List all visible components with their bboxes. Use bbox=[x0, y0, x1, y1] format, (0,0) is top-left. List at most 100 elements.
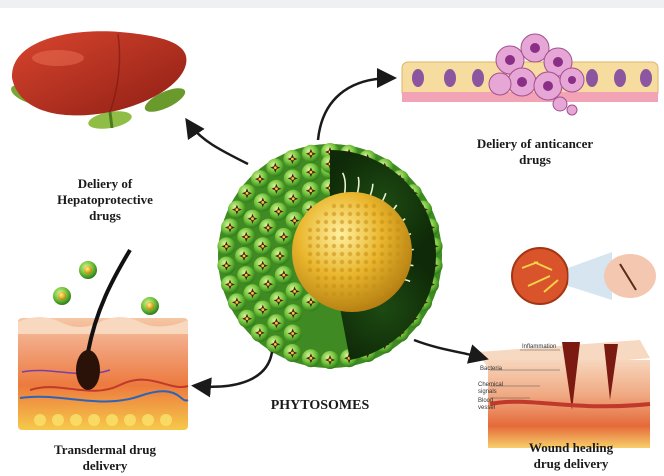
core-particle bbox=[332, 284, 336, 288]
phospholipid-head bbox=[238, 310, 256, 328]
core-particle bbox=[356, 204, 360, 208]
core-particle bbox=[364, 284, 368, 288]
phytosome-sphere bbox=[217, 143, 442, 369]
core-particle bbox=[364, 244, 368, 248]
core-particle bbox=[380, 244, 384, 248]
core-particle bbox=[316, 284, 320, 288]
core-particle bbox=[308, 244, 312, 248]
core-particle bbox=[356, 220, 360, 224]
core-particle bbox=[372, 244, 376, 248]
core-particle bbox=[396, 260, 400, 264]
core-particle bbox=[364, 292, 368, 296]
core-particle bbox=[356, 252, 360, 256]
center-title: PHYTOSOMES bbox=[250, 398, 390, 414]
core-particle bbox=[340, 220, 344, 224]
core-particle bbox=[332, 212, 336, 216]
core-particle bbox=[348, 228, 352, 232]
core-particle bbox=[348, 204, 352, 208]
core-particle bbox=[380, 276, 384, 280]
core-particle bbox=[340, 276, 344, 280]
core-particle bbox=[364, 276, 368, 280]
phospholipid-head bbox=[254, 237, 272, 255]
core-particle bbox=[388, 276, 392, 280]
label-hepato-line1: Deliery of bbox=[10, 176, 200, 192]
core-particle bbox=[404, 244, 408, 248]
core-particle bbox=[356, 228, 360, 232]
phospholipid-head bbox=[251, 170, 269, 188]
label-wound-line1: Wound healing bbox=[486, 440, 656, 456]
core-particle bbox=[340, 244, 344, 248]
phospholipid-head bbox=[267, 314, 285, 332]
phospholipid-head bbox=[237, 266, 255, 284]
phospholipid-head bbox=[270, 203, 288, 221]
core-particle bbox=[316, 252, 320, 256]
phospholipid-head bbox=[238, 184, 256, 202]
core-particle bbox=[380, 268, 384, 272]
core-particle bbox=[356, 236, 360, 240]
core-particle bbox=[324, 236, 328, 240]
phospholipid-head bbox=[221, 276, 239, 294]
core-particle bbox=[332, 292, 336, 296]
core-particle bbox=[308, 268, 312, 272]
phospholipid-head bbox=[283, 344, 301, 362]
phospholipid-head bbox=[275, 266, 293, 284]
label-hepatoprotective: Deliery of Hepatoprotective drugs bbox=[10, 176, 200, 224]
label-anticancer-line2: drugs bbox=[440, 152, 630, 168]
phospholipid-head bbox=[217, 257, 235, 275]
core-particle bbox=[380, 292, 384, 296]
annotation-chemical-signals: Chemical signals bbox=[478, 382, 518, 396]
core-particle bbox=[364, 228, 368, 232]
core-particle bbox=[340, 236, 344, 240]
core-particle bbox=[364, 260, 368, 264]
core-particle bbox=[356, 276, 360, 280]
core-particle bbox=[348, 284, 352, 288]
core-particle bbox=[316, 228, 320, 232]
core-particle bbox=[348, 236, 352, 240]
phospholipid-head bbox=[302, 182, 320, 200]
core-particle bbox=[372, 292, 376, 296]
core-particle bbox=[364, 212, 368, 216]
core-particle bbox=[364, 220, 368, 224]
phospholipid-head bbox=[275, 228, 293, 246]
core-particle bbox=[396, 244, 400, 248]
annotation-inflammation: Inflammation bbox=[522, 344, 556, 351]
core-particle bbox=[332, 236, 336, 240]
core-particle bbox=[348, 260, 352, 264]
core-particle bbox=[372, 228, 376, 232]
core-particle bbox=[332, 260, 336, 264]
core-particle bbox=[324, 260, 328, 264]
phospholipid-head bbox=[321, 351, 339, 369]
wound-healing-image bbox=[478, 248, 656, 448]
phospholipid-head bbox=[244, 210, 262, 228]
core-particle bbox=[340, 284, 344, 288]
core-particle bbox=[404, 260, 408, 264]
core-particle bbox=[372, 284, 376, 288]
core-particle bbox=[348, 292, 352, 296]
core-particle bbox=[332, 220, 336, 224]
core-particle bbox=[364, 300, 368, 304]
core-particle bbox=[388, 260, 392, 264]
annotation-blood-vessel: Blood vessel bbox=[478, 398, 508, 412]
phospholipid-head bbox=[284, 170, 302, 188]
core-particle bbox=[308, 252, 312, 256]
phospholipid-head bbox=[283, 150, 301, 168]
core-particle bbox=[396, 220, 400, 224]
core-particle bbox=[372, 220, 376, 224]
core-particle bbox=[380, 284, 384, 288]
core-particle bbox=[364, 252, 368, 256]
cancer-cells-image bbox=[402, 34, 658, 115]
phospholipid-head bbox=[217, 237, 235, 255]
core-particle bbox=[388, 228, 392, 232]
core-particle bbox=[348, 252, 352, 256]
phospholipid-head bbox=[259, 219, 277, 237]
label-transdermal-line1: Transdermal drug bbox=[10, 442, 200, 458]
core-particle bbox=[340, 300, 344, 304]
core-particle bbox=[332, 244, 336, 248]
core-particle bbox=[324, 292, 328, 296]
core-particle bbox=[380, 228, 384, 232]
core-particle bbox=[308, 228, 312, 232]
phospholipid-head bbox=[267, 180, 285, 198]
core-particle bbox=[388, 268, 392, 272]
label-anticancer-line1: Deliery of anticancer bbox=[440, 136, 630, 152]
phospholipid-head bbox=[259, 275, 277, 293]
